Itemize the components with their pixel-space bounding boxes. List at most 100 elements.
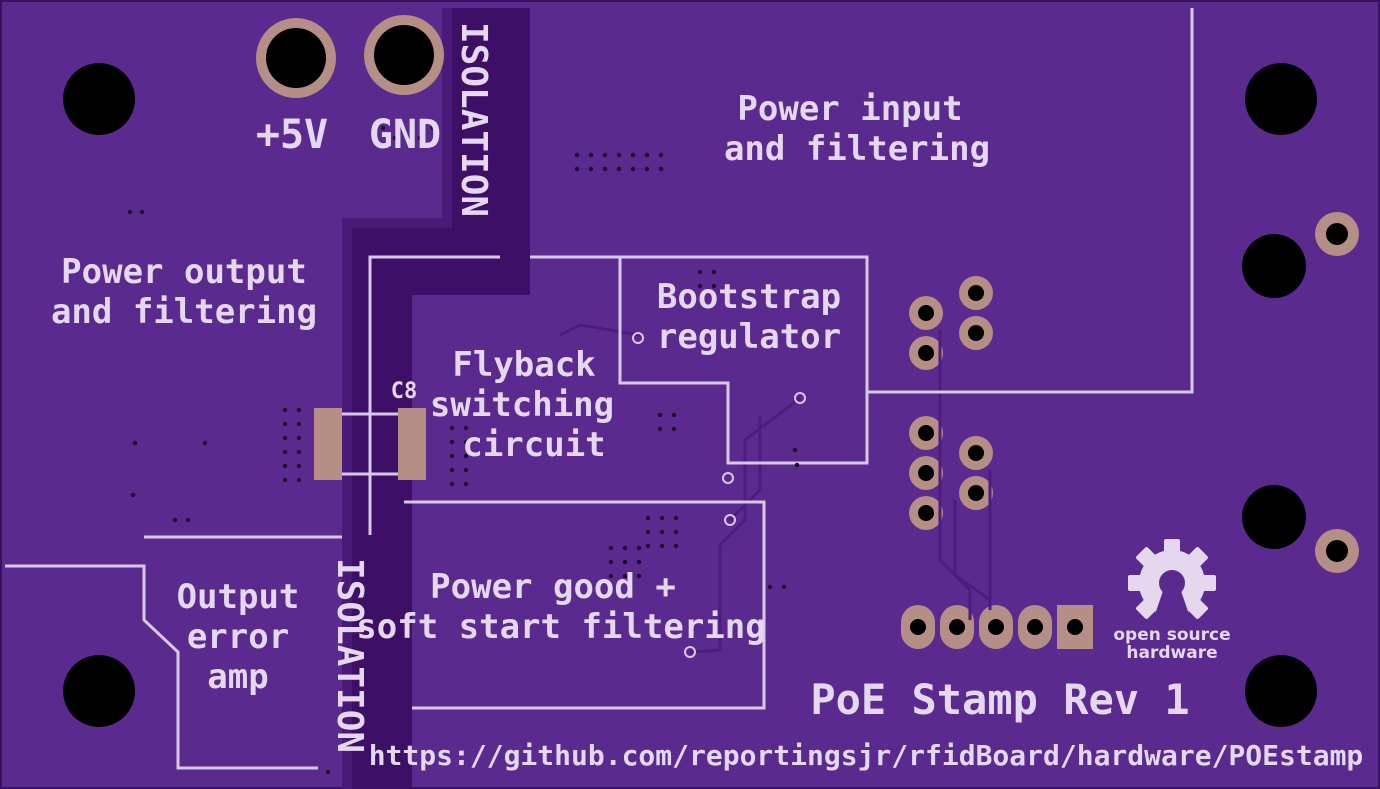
test-via [722, 472, 734, 484]
via [296, 407, 302, 413]
silkscreen-outlines [5, 8, 1194, 770]
isolation-label-bottom: ISOLATION [329, 558, 370, 753]
via [616, 166, 622, 172]
via [792, 447, 798, 453]
via [602, 166, 608, 172]
power-input-label-2: and filtering [724, 129, 990, 169]
power-output-label-2: and filtering [51, 292, 317, 332]
output-amp-label-2: error [187, 617, 289, 657]
via [630, 152, 636, 158]
via [608, 545, 614, 551]
via [659, 529, 665, 535]
test-via [684, 646, 696, 658]
via [673, 543, 679, 549]
via [463, 467, 469, 473]
via [636, 573, 642, 579]
output-amp-label-3: amp [207, 657, 268, 697]
flyback-label-3: circuit [462, 425, 605, 465]
gnd-label: GND [369, 112, 441, 158]
capacitor-c8 [314, 408, 426, 480]
via [767, 584, 773, 590]
via [645, 515, 651, 521]
via [644, 166, 650, 172]
via [130, 492, 136, 498]
oshw-text-2: hardware [1126, 643, 1217, 663]
via [781, 584, 787, 590]
via [608, 573, 614, 579]
via [430, 125, 436, 131]
test-via [724, 514, 736, 526]
traces [559, 323, 992, 654]
via [282, 449, 288, 455]
board-name: PoE Stamp Rev 1 [810, 675, 1189, 724]
via [392, 135, 398, 141]
via [673, 529, 679, 535]
via [602, 152, 608, 158]
via [296, 463, 302, 469]
via [574, 152, 580, 158]
bootstrap-label-1: Bootstrap [657, 277, 841, 317]
via [659, 543, 665, 549]
via [645, 543, 651, 549]
via [417, 135, 423, 141]
via [463, 439, 469, 445]
via [139, 209, 145, 215]
power-output-label-1: Power output [61, 252, 307, 292]
edge-pads [1315, 212, 1359, 573]
via [185, 517, 191, 523]
via [622, 559, 628, 565]
via [622, 573, 628, 579]
open-source-hardware-gear-icon [1128, 539, 1216, 623]
bootstrap-label-2: regulator [657, 317, 841, 357]
via [202, 440, 208, 446]
header-pads [901, 605, 1093, 649]
c8-label: C8 [391, 379, 418, 404]
via [463, 425, 469, 431]
via [657, 412, 663, 418]
power-good-label-1: Power good + [430, 567, 676, 607]
isolation-label-top: ISOLATION [453, 22, 494, 217]
via [449, 467, 455, 473]
via [673, 515, 679, 521]
via [622, 545, 628, 551]
via [630, 166, 636, 172]
via [644, 152, 650, 158]
via [608, 559, 614, 565]
oshw-text-1: open source [1113, 625, 1230, 645]
via [658, 166, 664, 172]
via [671, 426, 677, 432]
via [449, 439, 455, 445]
test-via [794, 392, 806, 404]
via [380, 125, 386, 131]
via [172, 517, 178, 523]
via [697, 283, 703, 289]
via [325, 769, 331, 775]
via [697, 269, 703, 275]
mounting-hole-icon [63, 63, 1317, 727]
via [127, 209, 133, 215]
via [463, 453, 469, 459]
via [449, 481, 455, 487]
via [282, 463, 288, 469]
via [296, 421, 302, 427]
via [616, 152, 622, 158]
via [296, 435, 302, 441]
via [711, 283, 717, 289]
via [296, 477, 302, 483]
via [449, 453, 455, 459]
via [463, 481, 469, 487]
flyback-label-2: switching [430, 385, 614, 425]
via [657, 426, 663, 432]
via [132, 440, 138, 446]
via [636, 545, 642, 551]
plus5v-label: +5V [256, 112, 328, 158]
transformer-pads [909, 276, 993, 530]
via [296, 449, 302, 455]
via [282, 407, 288, 413]
via [574, 166, 580, 172]
test-via [632, 332, 644, 344]
power-pads [256, 15, 444, 98]
power-input-label-1: Power input [737, 89, 962, 129]
via [282, 421, 288, 427]
